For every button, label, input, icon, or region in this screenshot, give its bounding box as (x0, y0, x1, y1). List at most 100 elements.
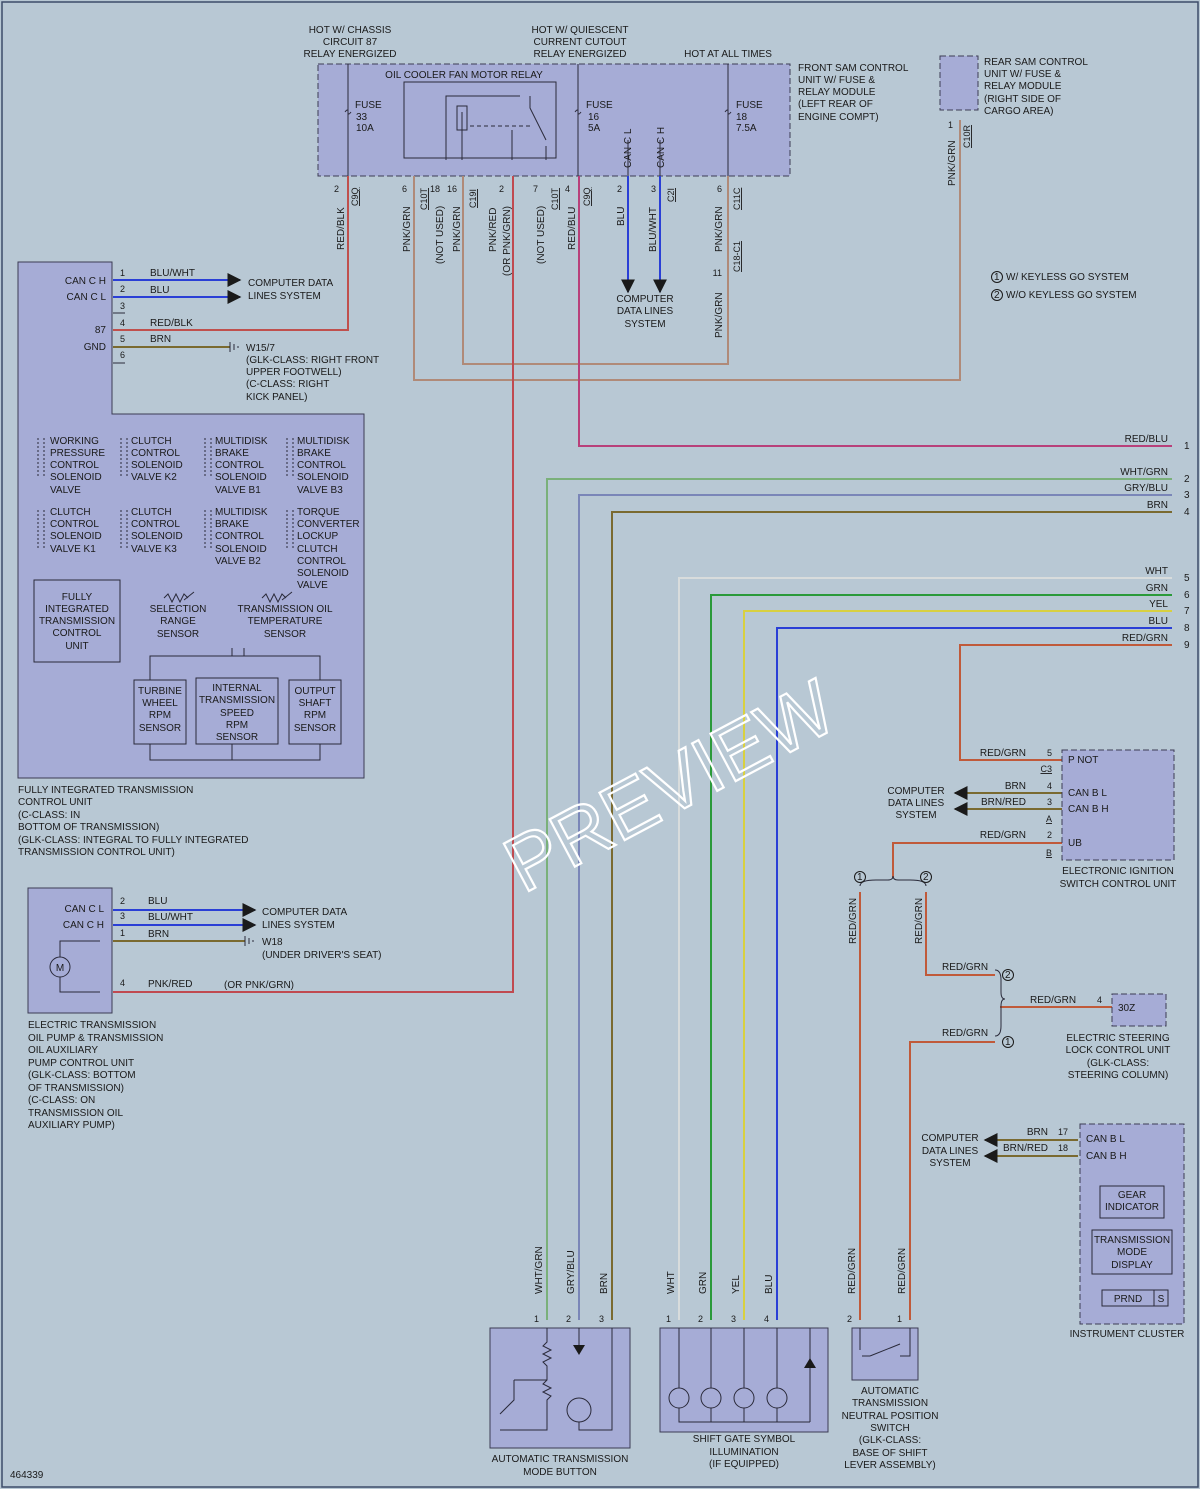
ground-label: W18 (262, 937, 283, 948)
valve-label: CONTROL (297, 460, 346, 471)
bus-number: 8 (1184, 623, 1190, 634)
pin-number: 1 (120, 268, 125, 278)
svg-text:1: 1 (857, 872, 863, 883)
fuse-label: 10A (356, 123, 374, 134)
cluster-caption: INSTRUMENT CLUSTER (1070, 1329, 1185, 1340)
legend-marker-2 (991, 289, 1003, 301)
connector-id: C3 (1040, 764, 1052, 774)
cdl-label: LINES SYSTEM (262, 920, 335, 931)
pin-number: 1 (897, 1314, 902, 1324)
valve-label: BRAKE (215, 519, 249, 530)
ground-label: KICK PANEL) (246, 392, 308, 403)
ground-symbols (229, 342, 254, 946)
ground-label: (UNDER DRIVER'S SEAT) (262, 950, 382, 961)
valve-label: SOLENOID (50, 531, 102, 542)
wire-label: BRN (1027, 1127, 1048, 1138)
rear-sam-caption: CARGO AREA) (984, 106, 1053, 117)
hot-label-line: CURRENT CUTOUT (534, 37, 627, 48)
valve-label: BRAKE (297, 448, 331, 459)
pin-number: 2 (847, 1314, 852, 1324)
pump-caption: OIL AUXILIARY (28, 1045, 98, 1056)
cdl-label: COMPUTER DATA (262, 907, 348, 918)
pin-number: 18 (430, 184, 440, 194)
relay-switch (511, 96, 547, 160)
bus-wire-label: GRY/BLU (1124, 483, 1168, 494)
wire-blu (776, 627, 1172, 1320)
nps-box (851, 1327, 919, 1381)
valve-label: SOLENOID (131, 460, 183, 471)
sensor-label: TRANSMISSION OIL (237, 604, 332, 615)
pin-number: 2 (120, 896, 125, 906)
mode-display-label: DISPLAY (1111, 1260, 1153, 1271)
cdl-label: COMPUTER (887, 786, 944, 797)
legend: 1 W/ KEYLESS GO SYSTEM 2 W/O KEYLESS GO … (991, 271, 1137, 301)
diagram-id: 464339 (10, 1470, 44, 1481)
pin-number: 3 (651, 184, 656, 194)
tcu-box (17, 261, 365, 779)
component-caption: LEVER ASSEMBLY) (844, 1460, 936, 1471)
rear-sam-caption: REAR SAM CONTROL (984, 57, 1088, 68)
cdl-label: COMPUTER (921, 1133, 978, 1144)
wire-label: RED/GRN (942, 1028, 988, 1039)
wire-wht (678, 577, 1172, 1320)
svg-text:2: 2 (1005, 970, 1011, 981)
bus-wire-label: RED/BLU (1125, 434, 1168, 445)
component-caption: (GLK-CLASS: (859, 1435, 921, 1446)
cdl-label: LINES SYSTEM (248, 291, 321, 302)
wire-label: PNK/GRN (452, 206, 463, 252)
sensor-label: SENSOR (139, 723, 181, 734)
pin-number: 4 (1047, 781, 1052, 791)
sensor-label: SHAFT (299, 698, 332, 709)
connector-id: A (1046, 814, 1052, 824)
sensor-label: INTERNAL (212, 683, 262, 694)
bus-number: 3 (1184, 490, 1190, 501)
pump-module: CAN C L CAN C H 2 3 1 4 BLU BLU/WHT BRN … (27, 887, 382, 1131)
eis-caption: ELECTRONIC IGNITION (1062, 866, 1174, 877)
component-caption: AUTOMATIC (861, 1386, 919, 1397)
valve-label: CONTROL (50, 460, 99, 471)
wire-eis-red-grn (892, 842, 1062, 878)
tcu-caption: CONTROL UNIT (18, 797, 93, 808)
bus-wire-label: WHT (1145, 566, 1168, 577)
fitcu-label: CONTROL (53, 628, 102, 639)
cluster-box (1079, 1123, 1185, 1325)
valve-label: BRAKE (215, 448, 249, 459)
wires (113, 120, 1172, 1320)
esl-caption: LOCK CONTROL UNIT (1066, 1045, 1171, 1056)
option-marker-2 (1002, 969, 1014, 981)
wire-label: PNK/GRN (402, 206, 413, 252)
wire-red-blu (578, 176, 1172, 447)
hot-label-line: HOT W/ CHASSIS (309, 25, 392, 36)
pump-pin-label: CAN C H (63, 920, 104, 931)
ground-label: (C-CLASS: RIGHT (246, 379, 329, 390)
valve-label: TORQUE (297, 507, 340, 518)
fuse-label: FUSE (586, 100, 613, 111)
wire-label: RED/BLK (336, 207, 347, 250)
bus-wire-label: YEL (1149, 599, 1168, 610)
pin-number: 11 (713, 268, 722, 278)
legend-text: W/ KEYLESS GO SYSTEM (1006, 272, 1129, 283)
connector-id: C10T (550, 187, 560, 210)
wire-nps-red-grn-1 (909, 1041, 995, 1320)
connector-id: C18-C1 (732, 241, 742, 272)
relay-coil (456, 105, 468, 131)
pin-number: 4 (120, 318, 125, 328)
mode-display-label: TRANSMISSION (1094, 1235, 1170, 1246)
pump-caption: PUMP CONTROL UNIT (28, 1058, 134, 1069)
valve-label: VALVE K3 (131, 544, 177, 555)
pin-number: 3 (599, 1314, 604, 1324)
pump-caption: TRANSMISSION OIL (28, 1108, 123, 1119)
wire-red-blk (113, 176, 349, 331)
wire-label: BRN (150, 334, 171, 345)
option-marker-2 (920, 871, 932, 883)
sensor-label: SENSOR (294, 723, 336, 734)
motor-wire (59, 940, 100, 993)
sensor-label: RPM (149, 710, 171, 721)
mode-display-box (1091, 1229, 1173, 1275)
pin-number: 4 (120, 978, 125, 988)
bus-wire-label: GRN (1146, 583, 1168, 594)
valve-label: CLUTCH (50, 507, 91, 518)
sensor-label: TEMPERATURE (248, 616, 323, 627)
tcu-pin-label: GND (84, 342, 106, 353)
component-caption: AUTOMATIC TRANSMISSION (492, 1454, 629, 1465)
